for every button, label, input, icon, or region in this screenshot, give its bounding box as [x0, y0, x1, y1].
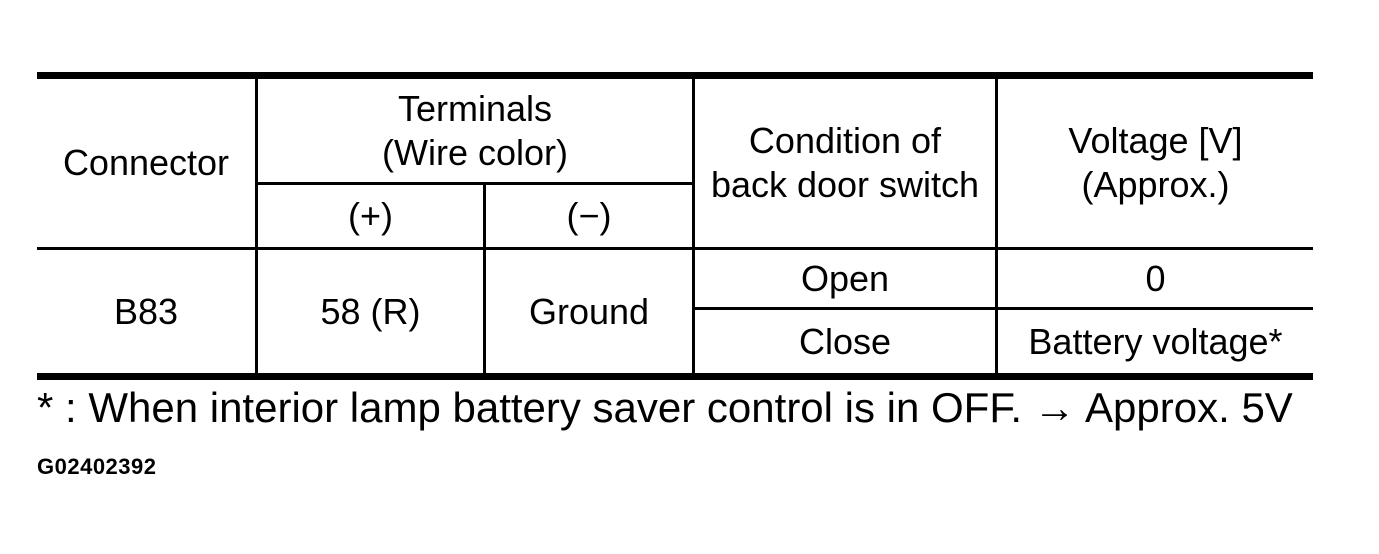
- header-condition-line1: Condition of: [748, 120, 942, 162]
- header-voltage: Voltage [V] (Approx.): [998, 79, 1313, 250]
- footnote: * : When interior lamp battery saver con…: [37, 384, 1293, 431]
- header-voltage-line2: (Approx.): [1081, 164, 1230, 205]
- header-terminals-group: Terminals (Wire color): [258, 79, 695, 185]
- cell-terminal-plus-value: 58 (R): [258, 250, 486, 373]
- cell-connector-value: B83: [37, 250, 258, 373]
- voltage-table: Connector Terminals (Wire color) (+) (−)…: [37, 72, 1313, 380]
- cell-voltage-open: 0: [998, 250, 1313, 310]
- cell-terminal-minus-value: Ground: [486, 250, 695, 373]
- cell-condition-close: Close: [695, 310, 998, 373]
- cell-condition-open: Open: [695, 250, 998, 310]
- header-condition-line2: back door switch: [710, 164, 980, 205]
- cell-voltage-close: Battery voltage*: [1028, 320, 1283, 362]
- header-terminals-line1: Terminals: [397, 87, 553, 129]
- header-voltage-line1: Voltage [V]: [1068, 120, 1243, 162]
- voltage-table-grid: Connector Terminals (Wire color) (+) (−)…: [37, 79, 1313, 373]
- figure-id: G02402392: [37, 454, 157, 479]
- header-condition: Condition of back door switch: [695, 79, 998, 250]
- header-terminal-plus: (+): [258, 185, 486, 250]
- header-terminal-minus: (−): [486, 185, 695, 250]
- header-connector: Connector: [37, 79, 258, 250]
- header-terminals-line2: (Wire color): [382, 131, 568, 173]
